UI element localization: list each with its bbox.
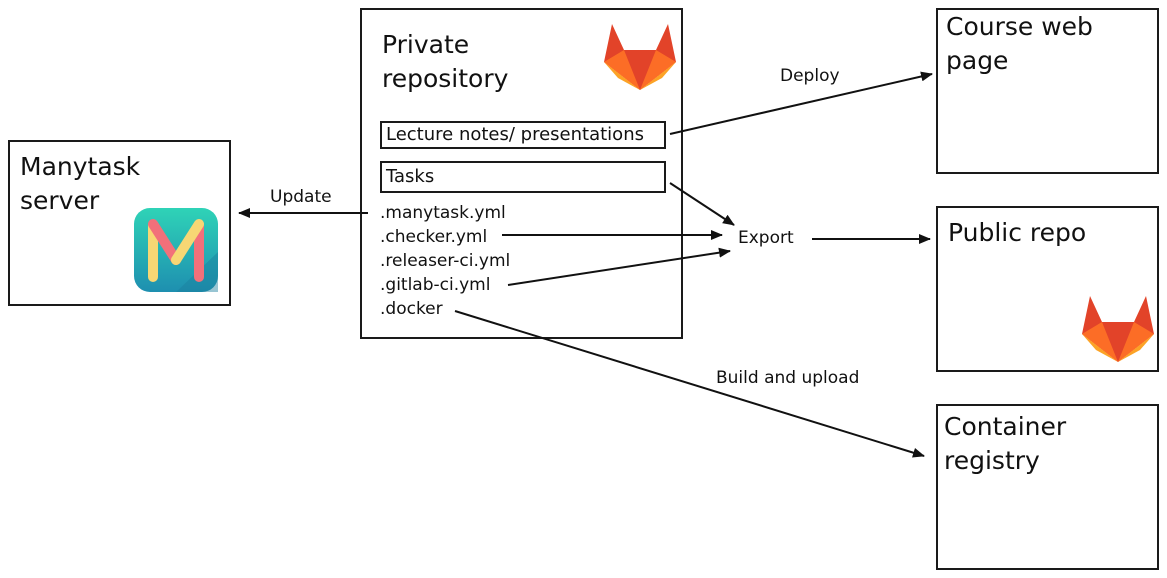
edge-build-upload bbox=[454, 310, 925, 458]
container-registry-node: Container registry bbox=[936, 404, 1159, 570]
file-gitlab-ci-yml: .gitlab-ci.yml bbox=[380, 275, 491, 295]
manytask-server-node: Manytask server bbox=[8, 140, 231, 306]
edge-deploy bbox=[669, 71, 933, 135]
edge-label-update: Update bbox=[270, 187, 332, 207]
gitlab-logo-icon bbox=[604, 24, 676, 90]
course-web-page-node: Course web page bbox=[936, 8, 1159, 174]
file-manytask-yml: .manytask.yml bbox=[380, 203, 506, 223]
public-repo-title: Public repo bbox=[948, 218, 1087, 247]
edge-label-build-and-upload: Build and upload bbox=[716, 368, 860, 388]
container-registry-title: Container registry bbox=[944, 412, 1067, 475]
public-repo-node: Public repo bbox=[936, 206, 1159, 372]
edge-gitlab-ci-export bbox=[507, 247, 731, 286]
section-tasks: Tasks bbox=[380, 161, 666, 193]
edge-tasks-export bbox=[669, 182, 735, 226]
manytask-logo-icon bbox=[134, 208, 218, 292]
gitlab-logo-icon bbox=[1082, 296, 1154, 362]
export-node-label: Export bbox=[738, 228, 794, 248]
file-checker-yml: .checker.yml bbox=[380, 227, 488, 247]
edge-label-deploy: Deploy bbox=[780, 66, 840, 86]
section-lecture-notes: Lecture notes/ presentations bbox=[380, 121, 666, 149]
file-releaser-ci-yml: .releaser-ci.yml bbox=[380, 251, 511, 271]
course-web-page-title: Course web page bbox=[946, 12, 1093, 75]
file-docker: .docker bbox=[380, 299, 443, 319]
manytask-server-title: Manytask server bbox=[20, 152, 141, 215]
private-repository-title: Private repository bbox=[382, 30, 509, 93]
